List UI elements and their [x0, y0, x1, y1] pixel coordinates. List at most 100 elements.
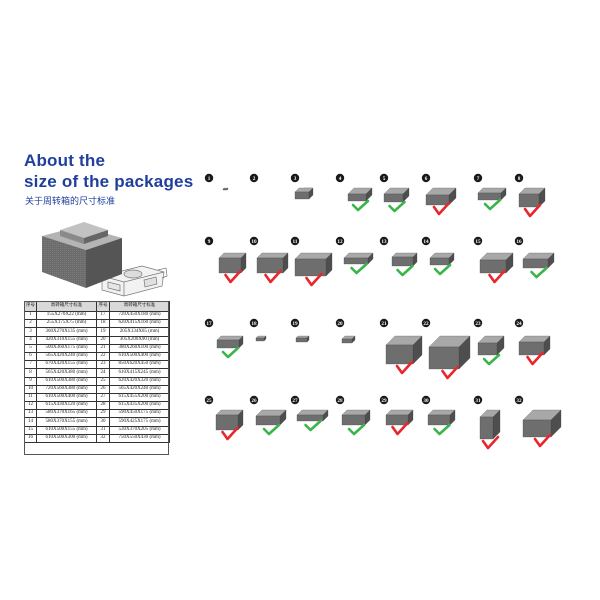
cross-check-icon — [395, 360, 414, 375]
package-box-icon — [518, 187, 546, 208]
package-box-icon — [479, 409, 501, 440]
size-unit: (mm) — [76, 328, 88, 334]
package-box-icon — [477, 335, 505, 356]
size-value: 750X550X430 — [118, 435, 149, 440]
page-title-line-2: size of the packages — [24, 172, 194, 191]
number-circle — [290, 318, 300, 328]
package-box-icon — [428, 335, 471, 370]
number-circle — [335, 173, 345, 183]
size-value: 610X500X300 — [45, 435, 76, 440]
number-circle — [473, 236, 483, 246]
package-number-badge: 10 — [249, 236, 259, 246]
size-unit: (mm) — [149, 402, 161, 408]
number-circle — [335, 236, 345, 246]
package-item: 22 — [421, 318, 471, 380]
check-icon — [304, 419, 322, 432]
size-unit: (mm) — [75, 320, 87, 326]
package-item: 23 — [473, 318, 505, 366]
package-item: 26 — [249, 395, 287, 436]
size-unit: (mm) — [76, 377, 88, 383]
package-box-icon — [385, 409, 414, 426]
cross-check-icon — [305, 272, 323, 287]
size-unit: (mm) — [76, 394, 88, 400]
number-circle — [335, 318, 345, 328]
number-circle — [204, 173, 214, 183]
package-number: 25 — [206, 398, 212, 404]
package-number: 21 — [381, 321, 387, 327]
package-number: 6 — [425, 176, 428, 182]
number-circle — [379, 236, 389, 246]
package-box-icon — [347, 187, 373, 202]
package-item: 7 — [473, 173, 507, 211]
cross-check-icon — [221, 426, 239, 441]
number-circle — [421, 395, 431, 405]
package-number: 1 — [208, 176, 211, 182]
size-value: 610X415X245 — [118, 369, 149, 375]
package-box-icon — [216, 335, 244, 349]
size-unit: (mm) — [76, 410, 88, 416]
large-box-icon — [42, 222, 122, 288]
size-value: 255X175X75 — [46, 320, 74, 326]
number-circle — [473, 395, 483, 405]
package-box-icon — [391, 252, 418, 267]
size-value: 205X134X65 — [119, 328, 147, 334]
package-item: 1 — [204, 173, 229, 191]
package-number-badge: 23 — [473, 318, 483, 328]
package-item: 27 — [290, 395, 329, 432]
package-box-icon — [255, 335, 267, 342]
package-item: 31 — [473, 395, 501, 450]
package-box-icon — [222, 187, 229, 191]
package-number: 4 — [339, 176, 342, 182]
size-value: 720X560X380 — [45, 385, 76, 391]
check-icon — [482, 353, 501, 366]
package-item: 12 — [335, 236, 374, 275]
size-value: 615X430X120 — [45, 402, 76, 408]
package-number: 14 — [423, 239, 429, 245]
size-value: 420X310X155 — [45, 336, 76, 342]
check-icon — [351, 199, 370, 212]
size-unit: (mm) — [149, 377, 161, 383]
package-item: 16 — [514, 236, 555, 279]
package-number-badge: 7 — [473, 173, 483, 183]
package-item: 6 — [421, 173, 457, 216]
check-icon — [388, 200, 406, 213]
cross-check-icon — [533, 433, 552, 448]
package-number: 2 — [253, 176, 256, 182]
number-circle — [421, 318, 431, 328]
package-box-icon — [255, 409, 287, 426]
package-number: 17 — [206, 321, 212, 327]
package-item: 5 — [379, 173, 410, 213]
package-item: 30 — [421, 395, 456, 436]
number-circle — [204, 318, 214, 328]
package-box-icon — [215, 409, 244, 431]
check-icon — [483, 198, 502, 211]
size-value: 590X425X175 — [118, 418, 149, 424]
number-circle — [379, 318, 389, 328]
package-item: 25 — [204, 395, 244, 441]
page-subtitle: 关于周转箱的尺寸标准 — [25, 197, 116, 207]
package-number-badge: 4 — [335, 173, 345, 183]
size-unit: (mm) — [149, 410, 161, 416]
package-box-icon — [296, 409, 329, 422]
size-unit: (mm) — [148, 336, 160, 342]
package-box-icon — [479, 252, 514, 274]
size-value: 620X420X320 — [118, 377, 149, 383]
package-number: 32 — [516, 398, 522, 404]
package-number-badge: 15 — [473, 236, 483, 246]
package-number: 8 — [518, 176, 521, 182]
package-item: 4 — [335, 173, 373, 212]
package-number: 26 — [251, 398, 257, 404]
cross-check-icon — [441, 365, 459, 380]
number-circle — [379, 173, 389, 183]
package-number-badge: 3 — [290, 173, 300, 183]
package-number-badge: 26 — [249, 395, 259, 405]
cross-check-icon — [526, 351, 544, 366]
package-item: 3 — [290, 173, 314, 200]
package-number-badge: 14 — [421, 236, 431, 246]
check-icon — [433, 263, 452, 276]
package-number: 31 — [475, 398, 481, 404]
size-unit: (mm) — [148, 328, 160, 334]
size-value: 620X415X160 — [118, 320, 149, 326]
package-number: 30 — [423, 398, 429, 404]
